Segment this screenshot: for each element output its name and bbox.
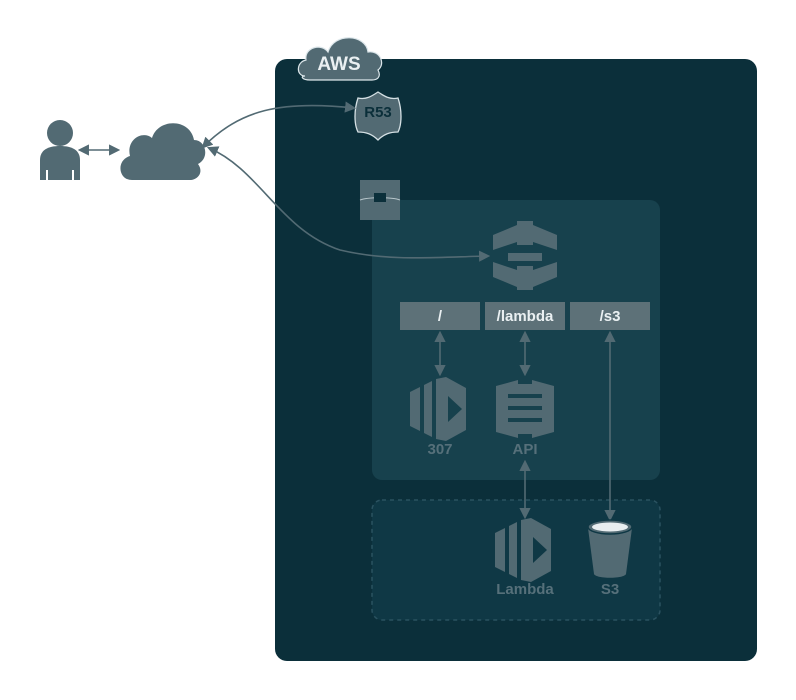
internet-cloud-icon: [120, 123, 206, 180]
api-gateway-icon: [496, 380, 554, 438]
load-balancer-icon: [493, 221, 557, 290]
cloud-loadbalancer-link: [206, 146, 491, 262]
api-label: API: [512, 441, 537, 458]
aws-cloud-icon: AWS: [297, 37, 383, 81]
route-s3-box: /s3: [570, 302, 650, 330]
route-lambda-box: /lambda: [485, 302, 565, 330]
lambda-label: Lambda: [496, 581, 554, 598]
route-root-box: /: [400, 302, 480, 330]
s3-bucket-icon: [587, 519, 633, 578]
route-lambda-label: /lambda: [497, 308, 554, 325]
user-icon: [40, 120, 80, 180]
s3-label: S3: [601, 581, 619, 598]
gateway-icon: [359, 180, 401, 220]
route-s3-label: /s3: [600, 308, 621, 325]
route53-shield-icon: R53: [354, 91, 402, 141]
aws-cloud-label: AWS: [317, 54, 360, 75]
cloud-r53-link: [201, 101, 357, 149]
lambda-function-icon: [495, 518, 551, 582]
route-root-label: /: [438, 308, 443, 325]
lambda-icon: [410, 377, 466, 441]
redirect-307-label: 307: [427, 441, 452, 458]
route53-label: R53: [364, 104, 392, 121]
